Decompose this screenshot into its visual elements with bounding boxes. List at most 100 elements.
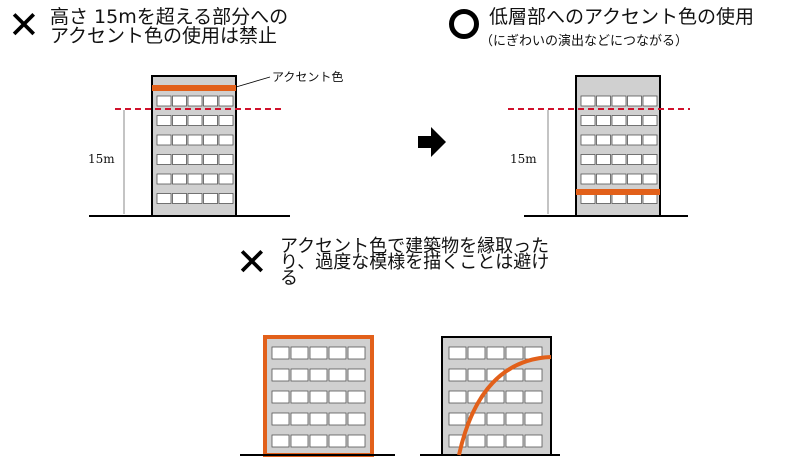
window xyxy=(611,134,627,146)
window xyxy=(580,115,596,126)
window xyxy=(187,173,203,185)
window xyxy=(347,368,366,382)
window xyxy=(218,193,234,204)
window xyxy=(580,154,596,165)
window xyxy=(596,173,611,185)
windows-building-left xyxy=(156,95,234,204)
window xyxy=(203,173,218,185)
window xyxy=(611,95,627,107)
window xyxy=(627,95,642,107)
recommended-mark xyxy=(449,9,479,39)
window xyxy=(524,390,543,404)
window xyxy=(187,95,203,107)
window xyxy=(467,346,486,360)
window xyxy=(580,95,596,107)
window xyxy=(642,115,658,126)
accent-leader-line xyxy=(235,76,271,88)
window xyxy=(611,173,627,185)
window xyxy=(524,368,543,382)
window xyxy=(505,368,524,382)
window xyxy=(627,134,642,146)
window xyxy=(203,193,218,204)
window xyxy=(505,390,524,404)
window xyxy=(309,346,328,360)
curved-accent-stripe xyxy=(457,355,552,456)
window xyxy=(611,115,627,126)
window xyxy=(448,346,467,360)
windows xyxy=(156,95,658,448)
windows-building-outlined xyxy=(271,346,366,448)
window xyxy=(448,390,467,404)
window xyxy=(218,173,234,185)
window xyxy=(290,434,309,448)
window xyxy=(309,412,328,426)
accent-color-label: アクセント色 xyxy=(272,70,344,84)
window xyxy=(203,154,218,165)
window xyxy=(642,95,658,107)
window xyxy=(642,173,658,185)
window xyxy=(467,434,486,448)
window xyxy=(187,193,203,204)
window xyxy=(642,154,658,165)
window xyxy=(486,390,505,404)
window xyxy=(203,115,218,126)
window xyxy=(627,154,642,165)
window xyxy=(271,412,290,426)
window xyxy=(505,434,524,448)
window xyxy=(505,412,524,426)
window xyxy=(309,434,328,448)
window xyxy=(156,115,172,126)
window xyxy=(448,368,467,382)
window xyxy=(218,95,234,107)
recommended-title: 低層部へのアクセント色の使用 xyxy=(489,6,755,28)
window xyxy=(290,368,309,382)
prohibited-bottom-mark: ✕ xyxy=(236,240,268,284)
prohibited-top-text: 高さ 15mを超える部分への アクセント色の使用は禁止 xyxy=(50,6,289,47)
window xyxy=(156,134,172,146)
window xyxy=(290,412,309,426)
window xyxy=(156,154,172,165)
window xyxy=(611,154,627,165)
window xyxy=(309,368,328,382)
window xyxy=(203,95,218,107)
window xyxy=(172,154,187,165)
window xyxy=(309,390,328,404)
window xyxy=(203,134,218,146)
window xyxy=(347,434,366,448)
window xyxy=(580,134,596,146)
window xyxy=(596,154,611,165)
window xyxy=(627,173,642,185)
window xyxy=(290,346,309,360)
window xyxy=(172,115,187,126)
window xyxy=(218,134,234,146)
window xyxy=(642,134,658,146)
window xyxy=(486,412,505,426)
window xyxy=(172,173,187,185)
window xyxy=(328,390,347,404)
window xyxy=(486,346,505,360)
window xyxy=(505,346,524,360)
window xyxy=(271,390,290,404)
window xyxy=(290,390,309,404)
window xyxy=(156,193,172,204)
accent-band-low xyxy=(576,189,660,195)
accent-band-top xyxy=(152,85,236,91)
window xyxy=(596,115,611,126)
height-label-left: 15m xyxy=(88,152,115,166)
window xyxy=(172,134,187,146)
window xyxy=(218,115,234,126)
window xyxy=(328,434,347,448)
window xyxy=(596,95,611,107)
window xyxy=(172,193,187,204)
window xyxy=(187,115,203,126)
height-label-right: 15m xyxy=(510,152,537,166)
window xyxy=(156,95,172,107)
window xyxy=(187,154,203,165)
window xyxy=(524,434,543,448)
right-arrow-icon xyxy=(418,127,446,157)
window xyxy=(187,134,203,146)
window xyxy=(328,412,347,426)
prohibited-top-mark: ✕ xyxy=(8,3,40,47)
windows-building-patterned xyxy=(448,346,543,448)
